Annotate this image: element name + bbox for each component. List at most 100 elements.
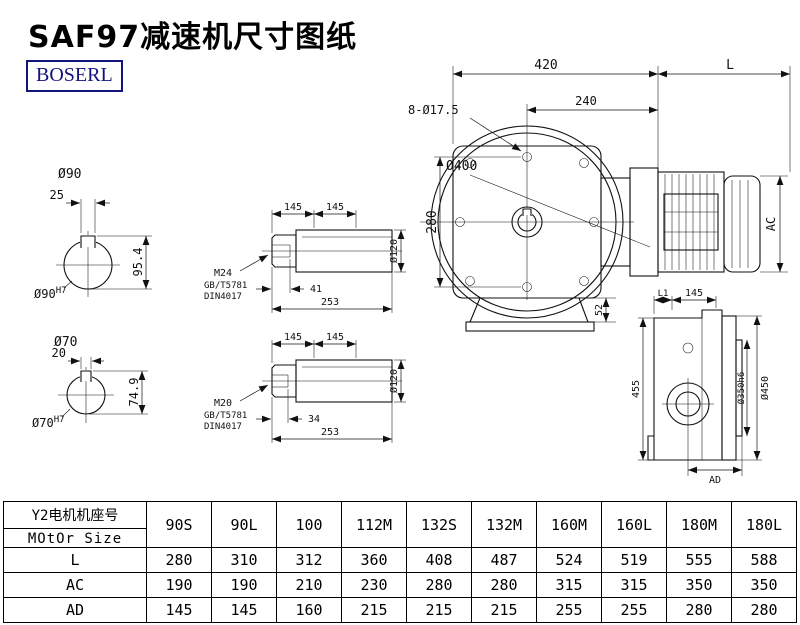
table-col-header: 132M (471, 501, 537, 548)
thread-label-m24: M24 (214, 268, 232, 279)
table-cell: 408 (406, 547, 472, 573)
table-cell: 145 (211, 597, 277, 623)
dim-keyway-width-70: 20 (52, 346, 66, 360)
motor-fan-cover (723, 175, 761, 273)
table-cell: 315 (601, 572, 667, 598)
std-din-m20: DIN4017 (204, 422, 242, 432)
table-cell: 312 (276, 547, 342, 573)
table-cell: 210 (276, 572, 342, 598)
table-col-header: 112M (341, 501, 407, 548)
shaft-side-view-m24: 145 145 Ø120 M24 GB/T5781 DIN4017 41 253 (204, 202, 406, 313)
side-view: L1 145 455 Ø350h6 Ø450 AD (631, 288, 771, 486)
table-cell: 160 (276, 597, 342, 623)
shaft-side-view-m20: 145 145 Ø120 M20 GB/T5781 DIN4017 34 253 (204, 332, 406, 443)
side-spigot (735, 339, 743, 437)
std-gb-m24: GB/T5781 (204, 281, 247, 291)
dim-AC: AC (764, 217, 778, 231)
table-col-header: 132S (406, 501, 472, 548)
table-cell: 190 (211, 572, 277, 598)
dim-420: 420 (534, 58, 557, 73)
dim-L1: L1 (658, 289, 669, 299)
table-cell: 280 (666, 597, 732, 623)
table-cell: 487 (471, 547, 537, 573)
dim-dia-350: Ø350h6 (736, 372, 747, 405)
motor-flange (629, 167, 659, 277)
dim-height-90: 95.4 (131, 248, 145, 277)
dim-455: 455 (631, 380, 642, 398)
table-cell: 360 (341, 547, 407, 573)
dim-145-side: 145 (685, 288, 703, 299)
thread-label-m20: M20 (214, 398, 232, 409)
technical-drawing: 25 Ø90 95.4 Ø90H7 20 Ø70 74.9 (32, 58, 791, 486)
table-cell: 315 (536, 572, 602, 598)
std-din-m24: DIN4017 (204, 292, 242, 302)
table-cell: 215 (406, 597, 472, 623)
dim-height-70: 74.9 (127, 378, 141, 407)
table-cell: 145 (146, 597, 212, 623)
table-cell: 519 (601, 547, 667, 573)
table-cell: 280 (146, 547, 212, 573)
table-row-AC: AC 190 190 210 230 280 280 315 315 350 3… (3, 572, 797, 598)
dim-dia-70: Ø70 (54, 335, 77, 350)
dim-240: 240 (575, 94, 597, 108)
table-cell: 215 (471, 597, 537, 623)
dim-dia-120-b: Ø120 (388, 369, 400, 393)
front-view: 420 L 240 8-Ø17.5 Ø400 280 52 (408, 58, 791, 332)
motor-size-table: Y2电机机座号 MOtOr Size 90S 90L 100 112M 132S… (3, 501, 797, 623)
dim-dia-450: Ø450 (759, 376, 771, 400)
table-cell: 350 (666, 572, 732, 598)
dim-keyway-width-90: 25 (50, 188, 64, 202)
table-cell: 280 (731, 597, 797, 623)
dim-280: 280 (425, 210, 440, 233)
bore-label-70: Ø70H7 (32, 415, 65, 430)
dim-len-a-m24: 145 (284, 202, 302, 213)
table-col-header: 180L (731, 501, 797, 548)
dim-total-m24: 253 (321, 297, 339, 308)
dim-depth-m20: 34 (308, 414, 320, 425)
table-col-header: 160M (536, 501, 602, 548)
page-title: SAF97减速机尺寸图纸 (28, 20, 358, 55)
row-label: L (3, 547, 147, 573)
table-cell: 555 (666, 547, 732, 573)
side-flange (721, 315, 737, 461)
table-row-L: L 280 310 312 360 408 487 524 519 555 58… (3, 547, 797, 573)
dim-dia-90: Ø90 (58, 167, 81, 182)
table-cell: 350 (731, 572, 797, 598)
table-cell: 230 (341, 572, 407, 598)
table-cell: 310 (211, 547, 277, 573)
bore-label-90: Ø90H7 (34, 286, 67, 301)
table-col-header: 100 (276, 501, 342, 548)
table-row-AD: AD 145 145 160 215 215 215 255 255 280 2… (3, 597, 797, 623)
dim-dia-400: Ø400 (446, 159, 477, 174)
dim-total-m20: 253 (321, 427, 339, 438)
table-cell: 190 (146, 572, 212, 598)
table-cell: 255 (536, 597, 602, 623)
dim-len-a-m20: 145 (284, 332, 302, 343)
table-col-header: 160L (601, 501, 667, 548)
table-col-header: 90L (211, 501, 277, 548)
dim-AD: AD (709, 475, 721, 486)
table-col-header: 90S (146, 501, 212, 548)
table-cell: 280 (406, 572, 472, 598)
dim-52: 52 (594, 304, 605, 316)
dim-depth-m24: 41 (310, 284, 322, 295)
table-cell: 588 (731, 547, 797, 573)
shaft-end-view-70: 20 Ø70 74.9 Ø70H7 (32, 335, 148, 430)
dim-len-b-m20: 145 (326, 332, 344, 343)
table-cell: 524 (536, 547, 602, 573)
row-label: AD (3, 597, 147, 623)
table-col-header: 180M (666, 501, 732, 548)
table-header-row: Y2电机机座号 MOtOr Size 90S 90L 100 112M 132S… (3, 501, 797, 548)
table-corner-header: Y2电机机座号 MOtOr Size (3, 501, 147, 548)
dim-dia-120-a: Ø120 (388, 239, 400, 263)
dim-L: L (726, 58, 734, 73)
flange-circle-400 (430, 125, 624, 319)
dim-bolt-holes: 8-Ø17.5 (408, 103, 459, 117)
header-cn: Y2电机机座号 (4, 503, 146, 529)
std-gb-m20: GB/T5781 (204, 411, 247, 421)
brand-logo: BOSERL (26, 60, 123, 92)
shaft-end-view-90: 25 Ø90 95.4 Ø90H7 (34, 167, 152, 301)
table-cell: 255 (601, 597, 667, 623)
header-en: MOtOr Size (27, 530, 123, 547)
